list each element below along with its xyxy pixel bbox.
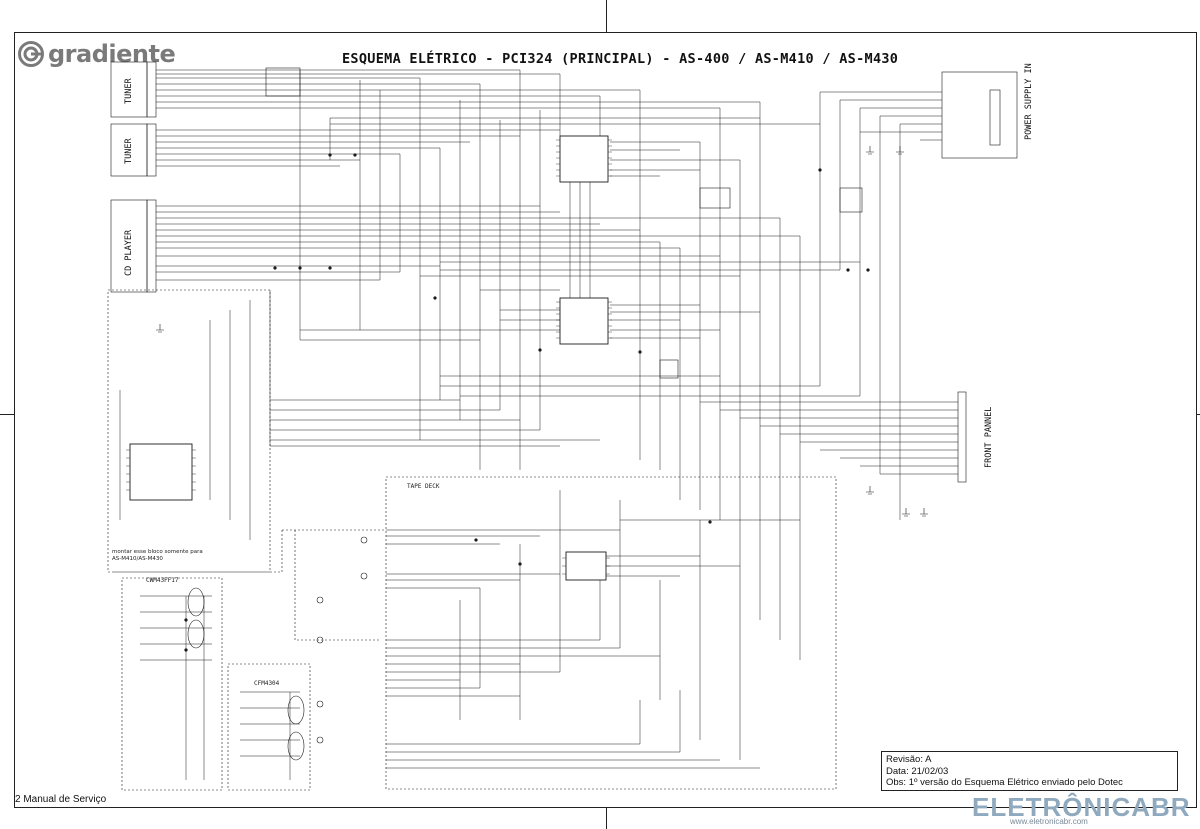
tape-deck-block <box>385 476 837 790</box>
top-center-tick <box>606 0 607 32</box>
right-center-tick <box>1197 414 1200 415</box>
footer-text: 2 Manual de Serviço <box>15 794 107 805</box>
tuner-label-2: TUNER <box>124 138 134 164</box>
brand-logo: gradiente <box>18 40 176 68</box>
power-supply-connector <box>941 71 1018 159</box>
montar-note: montar esse bloco somente para AS-M410/A… <box>112 549 203 563</box>
left-center-tick <box>0 414 14 415</box>
ic-tape <box>565 551 607 581</box>
ic-main-middle <box>559 297 609 345</box>
cd-subblock <box>107 289 271 573</box>
brand-name: gradiente <box>48 40 176 68</box>
tuner-label-1: TUNER <box>124 78 134 104</box>
watermark-url: www.eletronicabr.com <box>1010 817 1088 826</box>
cd-player-label: CD PLAYER <box>124 229 134 276</box>
cfm-block <box>227 663 311 791</box>
revision-box: Revisão: A Data: 21/02/03 Obs: 1º versão… <box>881 751 1178 791</box>
cwm-label: CWM43FF17 <box>146 577 179 584</box>
montar-note-line-2: AS-M410/AS-M430 <box>112 556 163 562</box>
drawing-frame <box>14 32 1197 808</box>
page-title: ESQUEMA ELÉTRICO - PCI324 (PRINCIPAL) - … <box>342 51 899 67</box>
tape-deck-label: TAPE DECK <box>407 483 440 490</box>
ic-cd-dsp <box>129 443 193 501</box>
front-panel-connector <box>957 391 967 483</box>
front-panel-label: FRONT PANNEL <box>984 406 994 468</box>
power-supply-label: POWER SUPPLY IN <box>1024 63 1034 140</box>
revision-obs: Obs: 1º versão do Esquema Elétrico envia… <box>886 777 1123 788</box>
bottom-center-tick <box>606 808 607 829</box>
cwm-block <box>121 577 223 791</box>
gradiente-logo-icon <box>18 41 44 67</box>
montar-note-line-1: montar esse bloco somente para <box>112 549 203 555</box>
cfm-label: CFM4304 <box>254 680 280 687</box>
ic-main-upper <box>559 135 609 183</box>
revision-label: Revisão: A <box>886 754 932 765</box>
revision-date: Data: 21/02/03 <box>886 765 949 777</box>
watermark-logo: ELETRÔNICABR <box>972 792 1191 822</box>
